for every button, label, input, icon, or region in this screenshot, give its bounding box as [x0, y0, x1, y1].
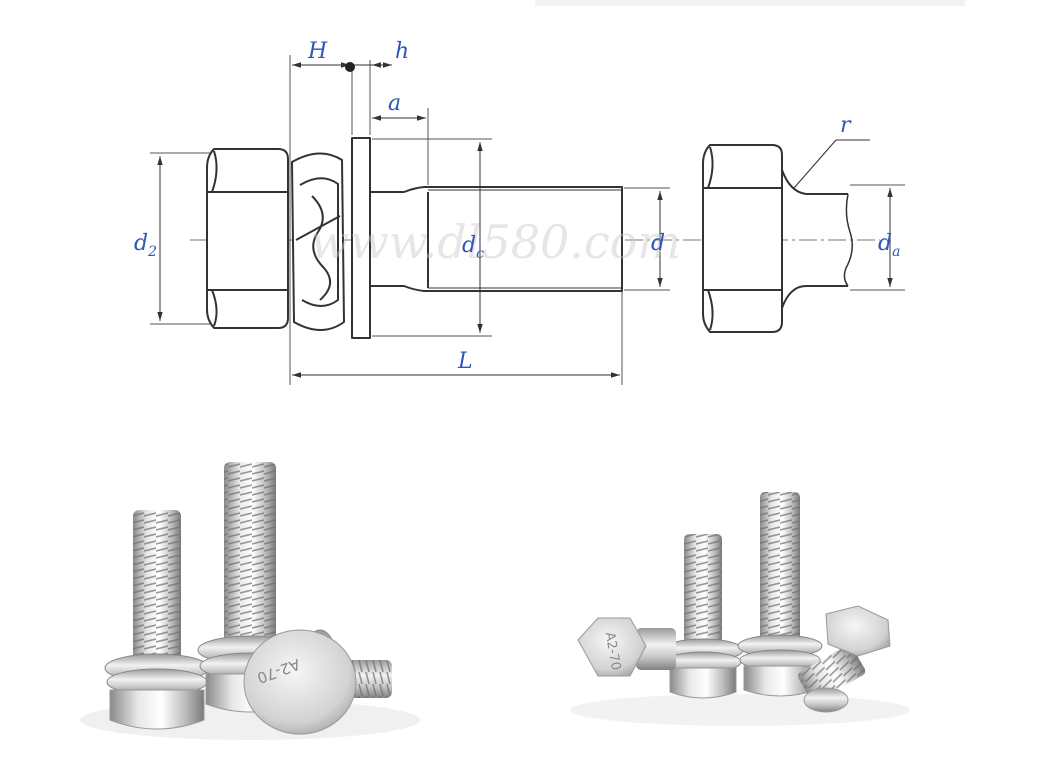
label-a: a — [388, 91, 401, 116]
leader-r — [793, 139, 837, 189]
shank — [369, 186, 623, 292]
hex-head-left — [206, 148, 289, 329]
top-strip — [535, 0, 965, 6]
label-dc: dc — [462, 233, 484, 262]
hex-head-right — [702, 144, 853, 333]
product-photo-left: A2-70 — [80, 462, 420, 740]
label-H: H — [307, 39, 328, 64]
label-h: h — [395, 39, 409, 64]
head-marking-right: A2-70 — [602, 631, 623, 671]
watermark: www.dl580.com — [310, 215, 681, 269]
product-photo-right: A2-70 — [570, 492, 910, 726]
label-r: r — [840, 113, 852, 138]
dimension-labels: H h a r d2 dc d da L — [134, 39, 900, 374]
label-da: da — [878, 231, 900, 260]
label-d: d — [651, 231, 665, 256]
label-L: L — [457, 349, 473, 374]
point-marker — [345, 62, 355, 72]
label-d2: d2 — [134, 231, 157, 260]
technical-drawing — [150, 55, 905, 385]
spring-washer — [291, 152, 345, 331]
